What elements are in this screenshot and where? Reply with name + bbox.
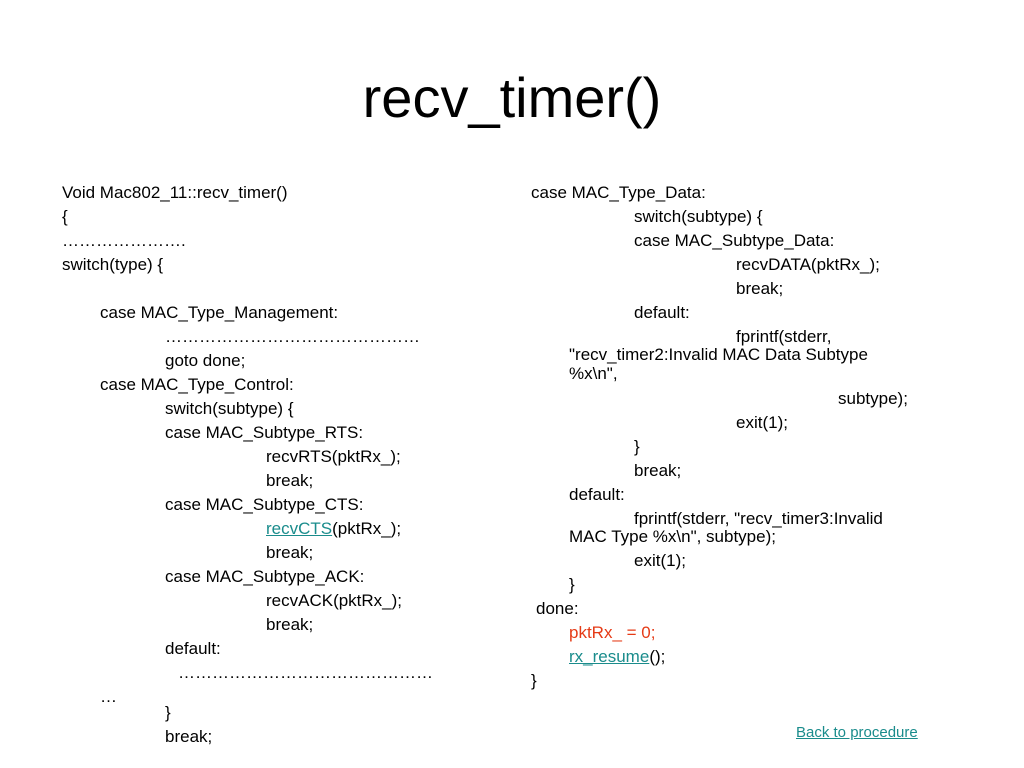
code-line: Void Mac802_11::recv_timer()	[62, 183, 288, 203]
code-line: switch(type) {	[62, 255, 163, 275]
code-line: case MAC_Subtype_ACK:	[165, 567, 364, 587]
code-text: done:	[536, 599, 579, 618]
code-text: ………………………………………	[178, 663, 433, 682]
code-line: ………………….	[62, 231, 186, 251]
code-text: %x\n",	[569, 364, 618, 383]
code-text: case MAC_Subtype_RTS:	[165, 423, 364, 442]
code-text: Void Mac802_11::recv_timer()	[62, 183, 288, 202]
code-line: break;	[165, 727, 212, 747]
code-text: exit(1);	[634, 551, 686, 570]
code-text: subtype);	[838, 389, 908, 408]
code-text: break;	[266, 615, 314, 634]
code-line: …	[100, 687, 117, 707]
code-line: exit(1);	[634, 551, 686, 571]
highlighted-code: pktRx_ = 0;	[569, 623, 656, 642]
code-line: switch(subtype) {	[634, 207, 763, 227]
code-line: "recv_timer2:Invalid MAC Data Subtype	[569, 345, 868, 365]
code-line: fprintf(stderr,	[736, 327, 831, 347]
code-line: pktRx_ = 0;	[569, 623, 655, 643]
code-text: ………………….	[62, 231, 186, 250]
code-text: break;	[736, 279, 784, 298]
code-text: …	[100, 687, 117, 706]
code-line: rx_resume();	[569, 647, 665, 667]
code-line: %x\n",	[569, 364, 618, 384]
code-text: case MAC_Type_Management:	[100, 303, 339, 322]
code-text: default:	[165, 639, 221, 658]
code-line: recvDATA(pktRx_);	[736, 255, 880, 275]
code-text: default:	[569, 485, 625, 504]
code-line: recvCTS(pktRx_);	[266, 519, 401, 539]
code-line: case MAC_Type_Management:	[100, 303, 338, 323]
code-text: break;	[634, 461, 682, 480]
code-line: default:	[569, 485, 625, 505]
code-text: ();	[649, 647, 666, 666]
code-text: fprintf(stderr,	[736, 327, 832, 346]
code-line: recvRTS(pktRx_);	[266, 447, 401, 467]
code-text: goto done;	[165, 351, 246, 370]
code-line: recvACK(pktRx_);	[266, 591, 402, 611]
code-text: break;	[266, 543, 314, 562]
code-text: }	[531, 671, 537, 690]
code-line: done:	[536, 599, 579, 619]
code-line: switch(subtype) {	[165, 399, 294, 419]
code-text: break;	[165, 727, 213, 746]
code-line: MAC Type %x\n", subtype);	[569, 527, 776, 547]
code-link[interactable]: recvCTS	[266, 519, 333, 538]
code-line: exit(1);	[736, 413, 788, 433]
code-text: }	[569, 575, 575, 594]
code-text: case MAC_Type_Control:	[100, 375, 294, 394]
code-line: break;	[266, 471, 313, 491]
code-line: case MAC_Subtype_Data:	[634, 231, 834, 251]
code-line: break;	[266, 615, 313, 635]
code-text: case MAC_Type_Data:	[531, 183, 706, 202]
code-line: break;	[266, 543, 313, 563]
code-text: MAC Type %x\n", subtype);	[569, 527, 776, 546]
code-line: goto done;	[165, 351, 245, 371]
code-line: }	[569, 575, 575, 595]
code-line: case MAC_Subtype_RTS:	[165, 423, 363, 443]
code-line: break;	[634, 461, 681, 481]
code-text: case MAC_Subtype_Data:	[634, 231, 835, 250]
code-text: fprintf(stderr, "recv_timer3:Invalid	[634, 509, 883, 528]
code-text: case MAC_Subtype_ACK:	[165, 567, 365, 586]
code-text: {	[62, 207, 68, 226]
code-line: {	[62, 207, 68, 227]
code-text: ………………………………………	[165, 327, 420, 346]
code-line: case MAC_Type_Control:	[100, 375, 294, 395]
code-line: subtype);	[838, 389, 908, 409]
code-text: switch(type) {	[62, 255, 164, 274]
code-text: exit(1);	[736, 413, 788, 432]
code-line: }	[531, 671, 537, 691]
code-line: default:	[165, 639, 221, 659]
code-text: }	[165, 703, 171, 722]
code-text: recvDATA(pktRx_);	[736, 255, 880, 274]
code-text: switch(subtype) {	[634, 207, 763, 226]
code-line: case MAC_Type_Data:	[531, 183, 706, 203]
code-link[interactable]: rx_resume	[569, 647, 650, 666]
code-text: switch(subtype) {	[165, 399, 294, 418]
code-text: break;	[266, 471, 314, 490]
code-line: ………………………………………	[178, 663, 433, 683]
code-text: (pktRx_);	[332, 519, 402, 538]
slide-title: recv_timer()	[362, 66, 662, 129]
code-text: default:	[634, 303, 690, 322]
code-line: break;	[736, 279, 783, 299]
code-text: case MAC_Subtype_CTS:	[165, 495, 364, 514]
code-line: fprintf(stderr, "recv_timer3:Invalid	[634, 509, 883, 529]
code-line: case MAC_Subtype_CTS:	[165, 495, 363, 515]
back-to-procedure-link[interactable]: Back to procedure	[796, 724, 918, 741]
code-text: recvRTS(pktRx_);	[266, 447, 401, 466]
code-line: }	[634, 437, 640, 457]
code-line: }	[165, 703, 171, 723]
code-line: ………………………………………	[165, 327, 420, 347]
code-text: }	[634, 437, 640, 456]
code-line: default:	[634, 303, 690, 323]
code-text: "recv_timer2:Invalid MAC Data Subtype	[569, 345, 868, 364]
code-text: recvACK(pktRx_);	[266, 591, 403, 610]
